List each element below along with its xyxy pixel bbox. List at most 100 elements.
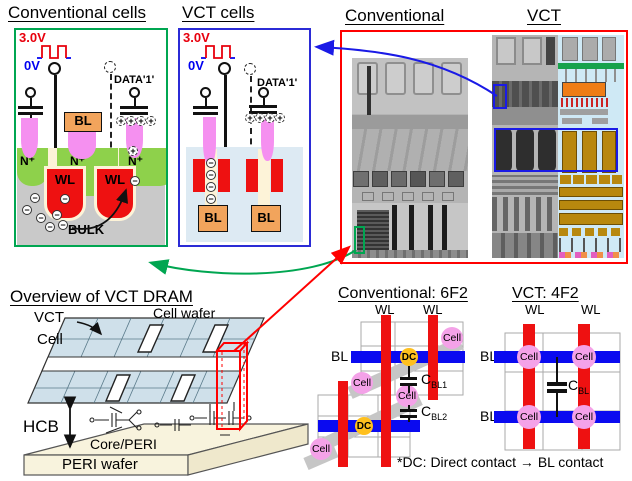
wl-label: WL xyxy=(581,302,601,317)
wl-wire xyxy=(53,75,57,168)
electron: − xyxy=(206,158,216,168)
plus-charge: + xyxy=(126,116,136,126)
wl-gate-block xyxy=(246,159,258,192)
electron: − xyxy=(36,213,46,223)
cbl2-label: CBL2 xyxy=(421,403,447,422)
conv-layout-title: Conventional: 6F2 xyxy=(338,285,468,302)
cap-plate xyxy=(18,106,43,109)
cap-plate xyxy=(400,377,417,380)
cell-wafer-label: Cell wafer xyxy=(153,305,216,321)
leakage-arrow xyxy=(71,188,128,230)
cap-stem xyxy=(408,366,410,377)
micro-vct-title: VCT xyxy=(527,6,561,25)
plus-charge: + xyxy=(146,116,156,126)
wl-gate-block xyxy=(193,159,205,192)
electron: − xyxy=(58,220,68,230)
cap-stem xyxy=(408,405,410,409)
wl-gate: WL xyxy=(44,166,86,221)
cap-plate xyxy=(193,106,218,109)
data1-wire xyxy=(110,74,112,186)
data1-label: DATA'1' xyxy=(257,77,298,89)
vlow-label: 0V xyxy=(24,58,40,73)
vct-cells-panel: 3.0V 0V DATA'1' + + + + − − − xyxy=(178,28,311,247)
cbl1-sub: BL1 xyxy=(431,379,448,390)
electron: − xyxy=(45,222,55,232)
wl-gate-block xyxy=(271,159,283,192)
wl-label: WL xyxy=(423,302,443,317)
electron: − xyxy=(22,205,32,215)
conv-cells-panel: 3.0V 0V DATA'1' + + + + N⁺ N⁺ xyxy=(14,28,168,247)
cbl-label: CBL xyxy=(568,377,589,396)
electron: − xyxy=(206,170,216,180)
dc-footnote: *DC: Direct contact → BL contact xyxy=(397,454,604,470)
cell-node: Cell xyxy=(517,405,541,429)
cap-stem xyxy=(204,98,207,106)
vlow-label: 0V xyxy=(188,58,204,73)
electron: − xyxy=(60,194,70,204)
cap-plate xyxy=(120,106,148,109)
cap-stem xyxy=(408,418,410,422)
cap-plate xyxy=(547,389,567,393)
electron: − xyxy=(130,176,140,186)
electron: − xyxy=(30,193,40,203)
conv-cells-title: Conventional cells xyxy=(8,3,146,22)
vct-cell-label-line2: Cell xyxy=(37,331,63,348)
plus-charge: + xyxy=(128,146,138,156)
dc-contact: DC xyxy=(355,417,373,435)
cap-terminal xyxy=(200,87,211,98)
wl-terminal xyxy=(48,62,61,75)
cap-plate xyxy=(249,111,277,114)
clock-waveform xyxy=(201,45,235,59)
wl-bar xyxy=(523,324,535,449)
micro-conv-title: Conventional xyxy=(345,6,445,25)
cbl2-sub: BL2 xyxy=(431,411,448,422)
plus-charge: + xyxy=(116,116,126,126)
peri-wafer-label: PERI wafer xyxy=(62,456,138,473)
cell-wafer-graphic xyxy=(27,317,265,404)
bl-contact: BL xyxy=(251,205,281,232)
vct-layout-title: VCT: 4F2 xyxy=(512,285,579,302)
cell-node: Cell xyxy=(396,385,418,407)
vhigh-label: 3.0V xyxy=(183,30,210,45)
cap-stem xyxy=(262,98,265,105)
cap-plate xyxy=(18,112,43,115)
cap-plate xyxy=(400,415,417,418)
cell-node: Cell xyxy=(572,405,596,429)
storage-pillar xyxy=(203,117,216,165)
cell-node: Cell xyxy=(441,327,463,349)
hcb-label: HCB xyxy=(23,417,59,436)
cbl2-main: C xyxy=(421,403,432,419)
cbl-main: C xyxy=(568,377,579,393)
cap-plate xyxy=(193,112,218,115)
data1-terminal xyxy=(244,63,256,75)
wl-bar xyxy=(428,315,438,400)
conv-micrograph xyxy=(351,57,468,258)
vct-micrograph xyxy=(491,34,624,258)
cell-node: Cell xyxy=(310,438,332,460)
plus-charge: + xyxy=(275,113,285,123)
cap-terminal xyxy=(129,87,140,98)
vct-cell-label-line1: VCT xyxy=(34,309,64,326)
cbl-sub: BL xyxy=(578,385,590,396)
plus-charge: + xyxy=(245,113,255,123)
cap-plate xyxy=(547,382,567,386)
storage-pillar xyxy=(21,118,38,158)
cap-terminal xyxy=(258,87,269,98)
cap-stem xyxy=(133,98,136,106)
bl-label: BL xyxy=(480,408,498,424)
cap-stem xyxy=(408,386,410,393)
vct-cells-title: VCT cells xyxy=(182,3,255,22)
wl-bar xyxy=(338,381,348,467)
data1-terminal xyxy=(104,61,116,73)
cell-node: Cell xyxy=(572,345,596,369)
vhigh-label: 3.0V xyxy=(19,30,46,45)
bl-label: BL xyxy=(480,348,498,364)
cap-plate xyxy=(400,383,417,386)
data1-wire xyxy=(250,76,252,186)
core-peri-circuits xyxy=(89,402,252,436)
storage-pillar xyxy=(261,117,274,161)
bl-label: BL xyxy=(331,348,349,364)
storage-pillar xyxy=(68,129,96,159)
wl-gate-block xyxy=(218,159,230,192)
